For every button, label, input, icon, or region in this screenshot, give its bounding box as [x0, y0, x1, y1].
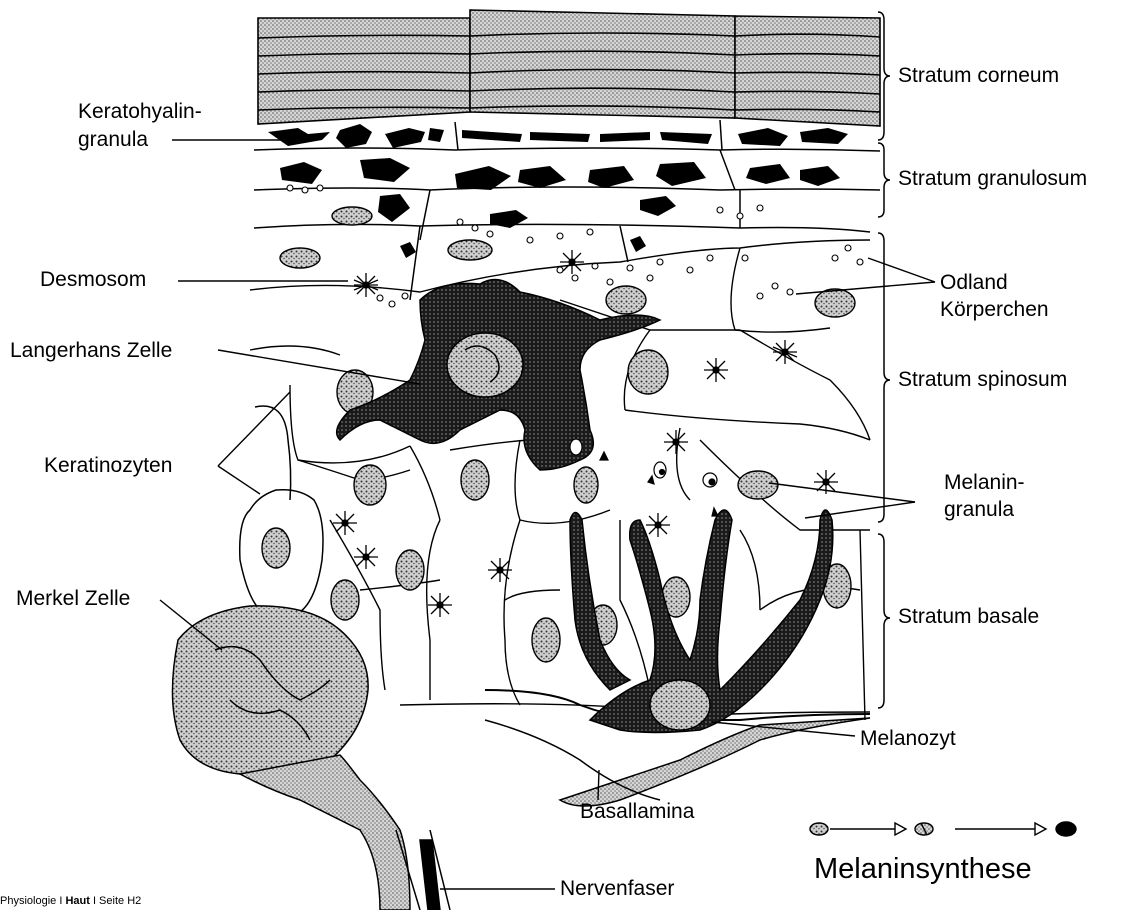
melanin-synthesis-legend [810, 822, 1076, 836]
label-nervenfaser: Nervenfaser [560, 877, 674, 901]
label-stratum-corneum: Stratum corneum [898, 64, 1059, 88]
label-desmosom: Desmosom [40, 268, 146, 292]
label-keratohyalin-line1: Keratohyalin- [78, 100, 202, 124]
page-footer: Physiologie I Haut I Seite H2 [0, 894, 141, 908]
footer-section: Haut [65, 895, 89, 907]
label-odland-line1: Odland [940, 271, 1008, 295]
label-melanin-line1: Melanin- [944, 471, 1025, 495]
label-basallamina: Basallamina [580, 800, 694, 824]
footer-suffix: I Seite H2 [90, 895, 141, 907]
label-keratohyalin-line2: granula [78, 128, 148, 152]
merkel-cell [172, 606, 450, 910]
label-stratum-spinosum: Stratum spinosum [898, 368, 1067, 392]
label-melanin-line2: granula [944, 498, 1014, 522]
legend-melaninsynthese: Melaninsynthese [814, 853, 1032, 885]
label-odland-line2: Körperchen [940, 298, 1049, 322]
label-langerhans-zelle: Langerhans Zelle [10, 339, 172, 363]
label-keratinozyten: Keratinozyten [44, 454, 172, 478]
label-melanozyt: Melanozyt [860, 727, 956, 751]
label-merkel-zelle: Merkel Zelle [16, 587, 130, 611]
stratum-corneum-illustration [258, 10, 880, 126]
footer-prefix: Physiologie I [0, 895, 65, 907]
label-stratum-basale: Stratum basale [898, 605, 1039, 629]
label-stratum-granulosum: Stratum granulosum [898, 167, 1087, 191]
